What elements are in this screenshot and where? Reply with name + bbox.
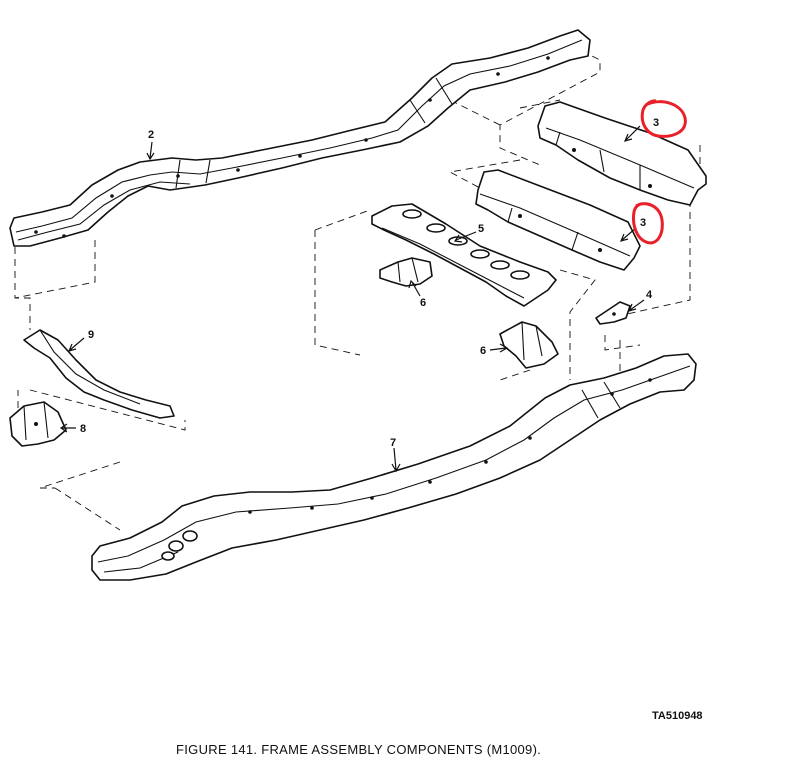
assembly-lead-lines — [14, 39, 701, 531]
drawing-number: TA510948 — [652, 710, 703, 722]
highlight-circle-rear — [640, 99, 687, 138]
callout-5: 5 — [478, 223, 484, 235]
highlight-circle-front — [632, 202, 664, 245]
callout-leaders — [59, 125, 645, 473]
bracket-8 — [9, 401, 67, 447]
callout-8: 8 — [80, 423, 86, 435]
callout-7: 7 — [390, 437, 396, 449]
callout-numbers: 2 3 3 4 5 6 6 7 8 9 — [80, 117, 659, 449]
callout-6-left: 6 — [420, 297, 426, 309]
bracket-6-left — [379, 257, 433, 287]
upper-frame-rail — [9, 29, 591, 247]
lower-rail-mounting-holes — [248, 378, 652, 514]
callout-3-front: 3 — [640, 217, 646, 229]
bracket-4 — [595, 301, 631, 325]
callout-2: 2 — [148, 129, 154, 141]
bracket-6-right — [499, 321, 559, 369]
lower-rail-cutouts — [161, 530, 198, 561]
crossmember-slots — [402, 209, 530, 280]
highlight-marks — [632, 99, 687, 245]
callout-9: 9 — [88, 329, 94, 341]
callout-3-rear: 3 — [653, 117, 659, 129]
crossmember-5 — [371, 203, 557, 307]
rail-mounting-holes — [34, 56, 550, 238]
lower-frame-rail — [91, 353, 697, 581]
callout-6-right: 6 — [480, 345, 486, 357]
crossmember-rear — [537, 101, 707, 206]
callout-4: 4 — [646, 289, 653, 301]
bracket-9 — [23, 329, 175, 419]
figure-caption: FIGURE 141. FRAME ASSEMBLY COMPONENTS (M… — [176, 742, 542, 757]
crossmember-front — [475, 169, 641, 271]
